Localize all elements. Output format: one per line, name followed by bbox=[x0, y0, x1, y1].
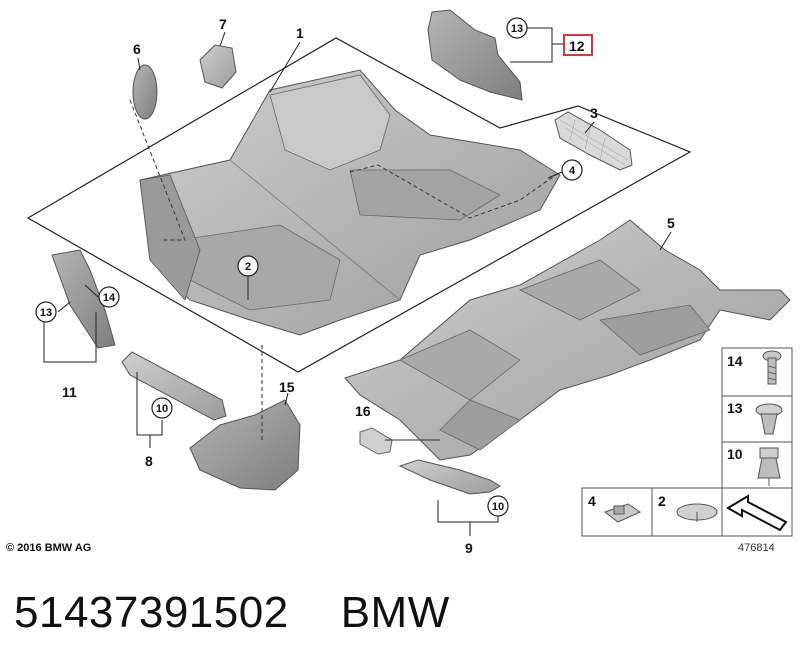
callout-12: 12 bbox=[569, 38, 585, 54]
callout-14: 14 bbox=[98, 286, 120, 308]
part-9-sill-strip[interactable] bbox=[398, 459, 501, 495]
part-6-round-pad[interactable] bbox=[132, 64, 158, 120]
part-4-dashed-outline bbox=[349, 164, 561, 219]
part-8-sill-strip[interactable] bbox=[121, 351, 227, 421]
part-16-clip[interactable] bbox=[359, 427, 393, 455]
legend-label-13: 13 bbox=[727, 400, 743, 416]
part-1-frame bbox=[26, 37, 692, 373]
legend-bottom-row: 4 2 bbox=[581, 487, 793, 537]
diagram-number: 476814 bbox=[738, 542, 775, 554]
callout-4: 4 bbox=[561, 159, 583, 181]
part-7-bracket[interactable] bbox=[199, 44, 237, 89]
callout-16: 16 bbox=[355, 403, 371, 419]
callout-11: 11 bbox=[62, 384, 77, 400]
callout-8: 8 bbox=[145, 453, 153, 469]
callout-5: 5 bbox=[667, 215, 675, 231]
svg-text:14: 14 bbox=[103, 292, 116, 304]
part-15-floor-mat[interactable] bbox=[189, 399, 301, 491]
legend-label-4: 4 bbox=[588, 493, 596, 509]
callout-12-highlight bbox=[563, 34, 593, 56]
part-6-dashed-leader bbox=[129, 99, 186, 241]
legend-label-14: 14 bbox=[727, 353, 743, 369]
part-11-side-trim[interactable] bbox=[51, 249, 116, 349]
svg-text:4: 4 bbox=[569, 165, 576, 177]
callout-leaders bbox=[43, 27, 672, 536]
svg-text:13: 13 bbox=[511, 23, 523, 35]
callout-2: 2 bbox=[237, 255, 259, 277]
svg-text:10: 10 bbox=[492, 501, 504, 513]
brand-name: BMW bbox=[340, 588, 450, 637]
direction-arrow-icon bbox=[726, 494, 788, 532]
svg-text:13: 13 bbox=[40, 307, 52, 319]
round-pad-2-icon bbox=[676, 503, 718, 522]
callout-3: 3 bbox=[590, 105, 598, 121]
callout-15: 15 bbox=[279, 379, 295, 395]
callout-13-left: 13 bbox=[35, 301, 57, 323]
clip-10-icon bbox=[757, 447, 781, 486]
clip-13-icon bbox=[755, 403, 783, 435]
callout-13-top: 13 bbox=[506, 17, 528, 39]
legend-fasteners: 14 13 10 bbox=[721, 347, 793, 489]
legend-label-10: 10 bbox=[727, 446, 743, 462]
callout-1: 1 bbox=[296, 25, 304, 41]
parts-diagram: 1 7 6 12 3 5 11 8 15 16 9 13 4 2 13 14 1… bbox=[26, 9, 793, 556]
footer-caption: 51437391502 BMW bbox=[14, 588, 502, 638]
screw-14-icon bbox=[762, 350, 782, 385]
callout-10-left: 10 bbox=[151, 397, 173, 419]
part-5-rear-carpet[interactable] bbox=[344, 219, 791, 461]
part-3-mesh-pad[interactable] bbox=[554, 111, 633, 171]
part-12-trim-panel[interactable] bbox=[427, 9, 523, 101]
svg-text:2: 2 bbox=[245, 261, 251, 273]
callout-6: 6 bbox=[133, 41, 141, 57]
copyright-text: © 2016 BMW AG bbox=[6, 542, 92, 554]
callout-9: 9 bbox=[465, 540, 473, 556]
svg-text:10: 10 bbox=[156, 403, 168, 415]
part-number: 51437391502 bbox=[14, 588, 289, 637]
callout-7: 7 bbox=[219, 16, 227, 32]
callout-10-right: 10 bbox=[487, 495, 509, 517]
fastener-4-icon bbox=[603, 503, 642, 523]
legend-label-2: 2 bbox=[658, 493, 666, 509]
